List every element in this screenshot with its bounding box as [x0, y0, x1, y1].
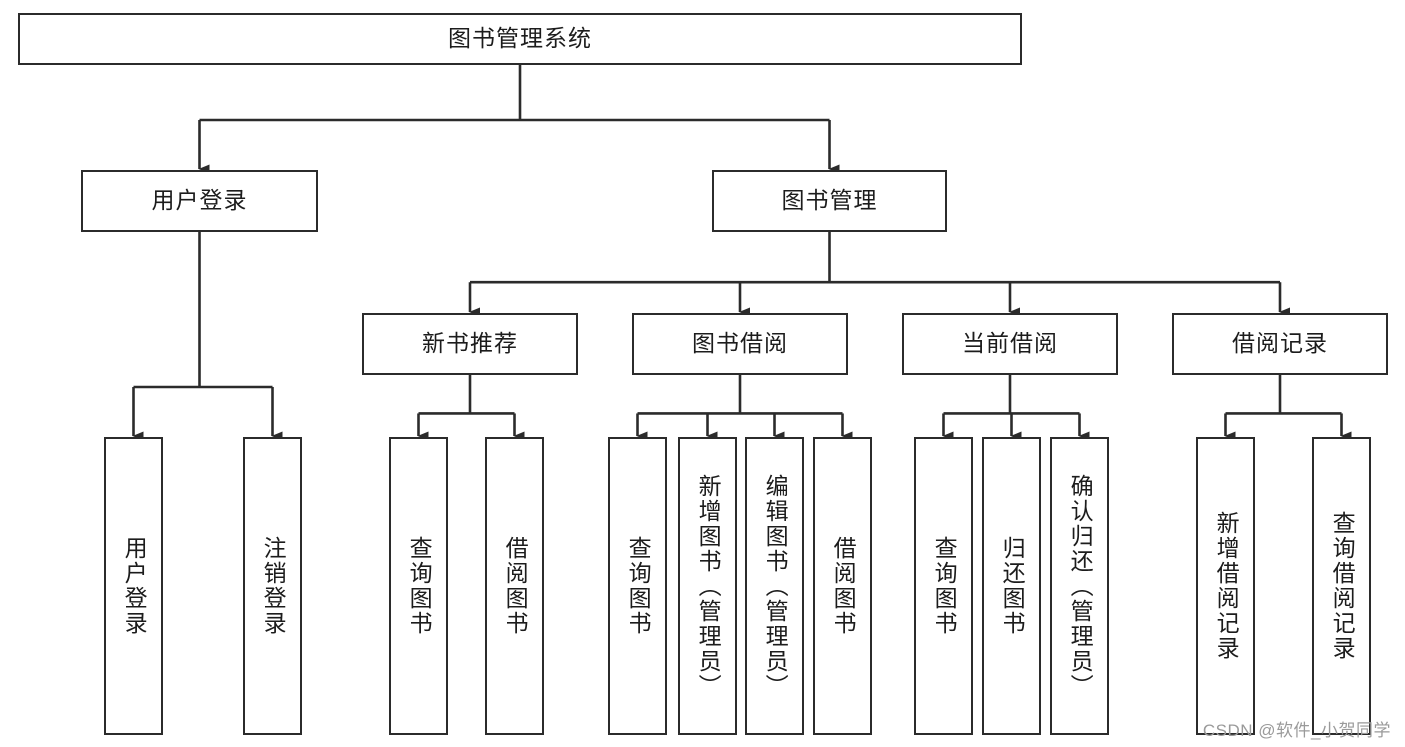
node-label: 新增借阅记录	[1213, 511, 1240, 661]
node-leaf-record-add[interactable]: 新增借阅记录	[1196, 437, 1255, 735]
node-label: 查询图书	[625, 536, 652, 636]
node-leaf-newbook-borrow[interactable]: 借阅图书	[485, 437, 544, 735]
node-user-login[interactable]: 用户登录	[81, 170, 318, 232]
node-borrow-records[interactable]: 借阅记录	[1172, 313, 1388, 375]
node-label: 借阅图书	[502, 536, 529, 636]
node-label: 新书推荐	[422, 330, 518, 357]
node-root[interactable]: 图书管理系统	[18, 13, 1022, 65]
node-label: 查询借阅记录	[1329, 511, 1356, 661]
node-leaf-current-query[interactable]: 查询图书	[914, 437, 973, 735]
node-leaf-borrow-add[interactable]: 新增图书（管理员）	[678, 437, 737, 735]
node-leaf-newbook-query[interactable]: 查询图书	[389, 437, 448, 735]
node-label: 图书管理	[781, 187, 878, 214]
node-label: 图书借阅	[692, 330, 788, 357]
node-label: 借阅记录	[1232, 330, 1328, 357]
node-book-manage[interactable]: 图书管理	[712, 170, 947, 232]
node-leaf-current-confirm[interactable]: 确认归还（管理员）	[1050, 437, 1109, 735]
node-current-borrow[interactable]: 当前借阅	[902, 313, 1118, 375]
node-label: 当前借阅	[962, 330, 1058, 357]
node-book-borrow[interactable]: 图书借阅	[632, 313, 848, 375]
node-leaf-current-return[interactable]: 归还图书	[982, 437, 1041, 735]
node-leaf-user-logout[interactable]: 注销登录	[243, 437, 302, 735]
node-label: 用户登录	[121, 536, 148, 636]
node-leaf-borrow-query[interactable]: 查询图书	[608, 437, 667, 735]
node-label: 查询图书	[406, 536, 433, 636]
node-new-book-recommend[interactable]: 新书推荐	[362, 313, 578, 375]
node-label: 图书管理系统	[448, 25, 592, 52]
node-label: 注销登录	[260, 536, 287, 636]
node-label: 编辑图书（管理员）	[762, 473, 789, 699]
node-label: 新增图书（管理员）	[695, 473, 722, 699]
node-leaf-record-query[interactable]: 查询借阅记录	[1312, 437, 1371, 735]
node-label: 查询图书	[931, 536, 958, 636]
node-leaf-borrow-borrow[interactable]: 借阅图书	[813, 437, 872, 735]
node-leaf-borrow-edit[interactable]: 编辑图书（管理员）	[745, 437, 804, 735]
node-leaf-user-login[interactable]: 用户登录	[104, 437, 163, 735]
node-label: 确认归还（管理员）	[1067, 473, 1094, 699]
node-label: 用户登录	[151, 187, 248, 214]
node-label: 借阅图书	[830, 536, 857, 636]
csdn-watermark: CSDN @软件_小贺同学	[1202, 721, 1391, 740]
node-label: 归还图书	[999, 536, 1026, 636]
